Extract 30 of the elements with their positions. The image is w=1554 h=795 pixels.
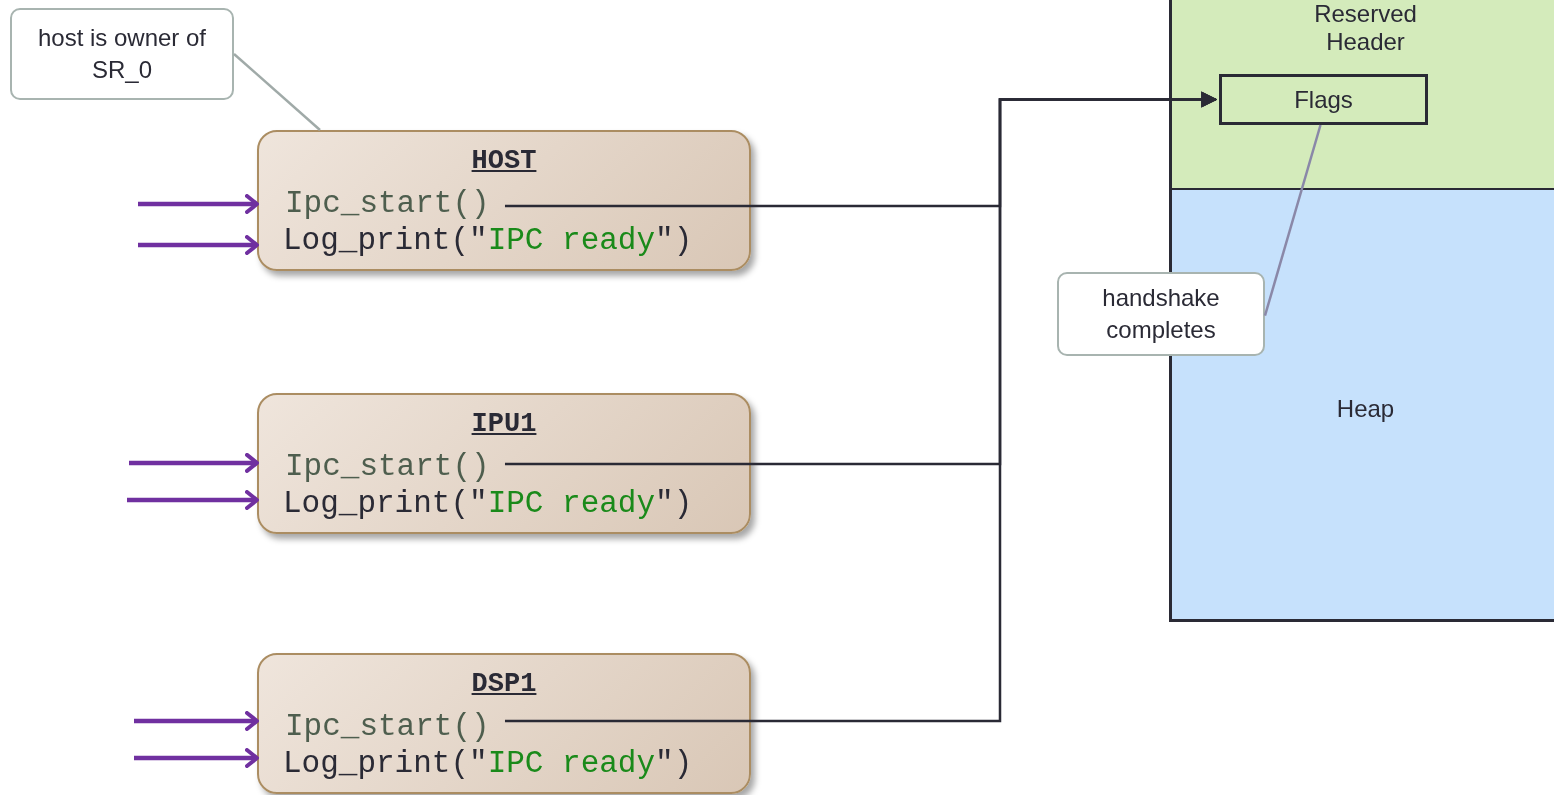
code-line: Ipc_start() [285, 449, 490, 484]
code-line: Ipc_start() [285, 709, 490, 744]
callout-text: Flags [1294, 85, 1353, 114]
process-box [257, 653, 751, 794]
node-title: IPU1 [471, 409, 537, 439]
process-box [257, 130, 751, 271]
arrow [129, 452, 259, 473]
leader-line [1263, 124, 1322, 317]
node-title: HOST [471, 146, 537, 176]
callout-box [1057, 272, 1265, 356]
arrow [138, 235, 259, 256]
leader-line [233, 53, 321, 131]
code-line: Log_print("IPC ready") [283, 486, 693, 521]
arrow [134, 710, 259, 731]
memory-region [1169, 0, 1554, 191]
field-box [1219, 74, 1428, 125]
process-box [257, 393, 751, 534]
region-label: Heap [1336, 395, 1395, 423]
arrow [127, 490, 259, 510]
callout-text: handshake completes [1101, 283, 1221, 345]
code-line: Ipc_start() [285, 186, 490, 221]
callout-text: host is owner of SR_0 [36, 23, 208, 85]
code-line: Log_print("IPC ready") [283, 223, 693, 258]
arrow [134, 748, 259, 769]
arrow [505, 91, 1218, 723]
region-label: Reserved Header [1313, 0, 1418, 56]
code-line: Log_print("IPC ready") [283, 746, 693, 781]
callout-box [10, 8, 234, 100]
arrow [138, 194, 259, 215]
node-title: DSP1 [471, 669, 537, 699]
